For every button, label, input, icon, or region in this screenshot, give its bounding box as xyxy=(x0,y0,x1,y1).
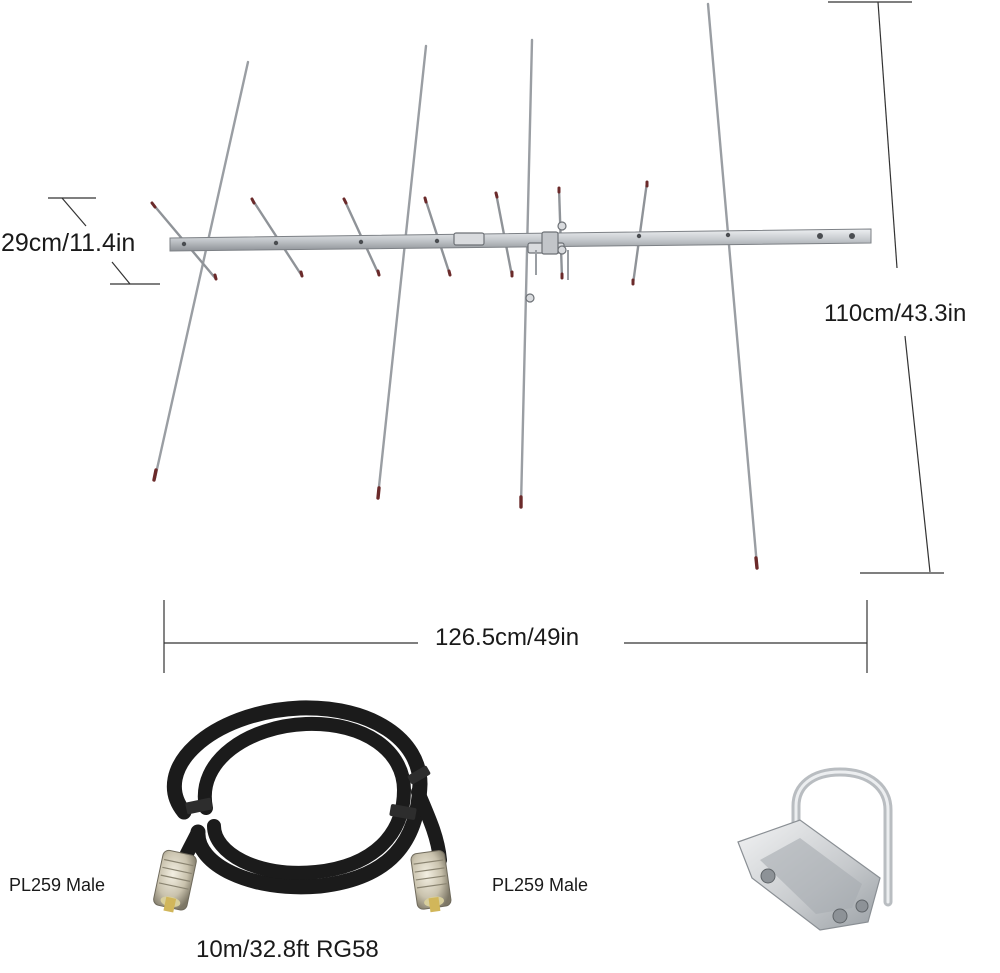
connector-left-label: PL259 Male xyxy=(9,875,106,895)
coax-cable xyxy=(166,700,447,895)
rod-tip xyxy=(754,556,759,570)
connector-right-label: PL259 Male xyxy=(492,875,589,895)
width-dimension-label: 126.5cm/49in xyxy=(429,626,586,650)
feed-hardware xyxy=(453,221,569,303)
element-rod xyxy=(706,2,759,568)
spacing-dimension-label: 29cm/11.4in xyxy=(1,229,136,257)
dimension-lines xyxy=(48,1,944,673)
cable-lead-right xyxy=(411,785,447,867)
rod-tip xyxy=(376,486,381,500)
cable-spec-label: 10m/32.8ft RG58 xyxy=(196,936,379,963)
rod-tips xyxy=(152,468,759,570)
element-rod xyxy=(519,38,534,507)
connector-left xyxy=(153,849,197,913)
rod-tip xyxy=(152,468,158,482)
short-rod-tips xyxy=(150,180,649,286)
element-rod xyxy=(153,60,250,480)
long-elements xyxy=(153,2,759,568)
cable-coil-inner xyxy=(197,716,412,880)
boom xyxy=(169,228,872,252)
cable-ties xyxy=(185,765,431,820)
height-dimension-label: 110cm/43.3in xyxy=(824,300,967,328)
mounting-bracket xyxy=(737,767,893,931)
element-rod xyxy=(376,44,428,498)
connector-right xyxy=(410,850,452,913)
